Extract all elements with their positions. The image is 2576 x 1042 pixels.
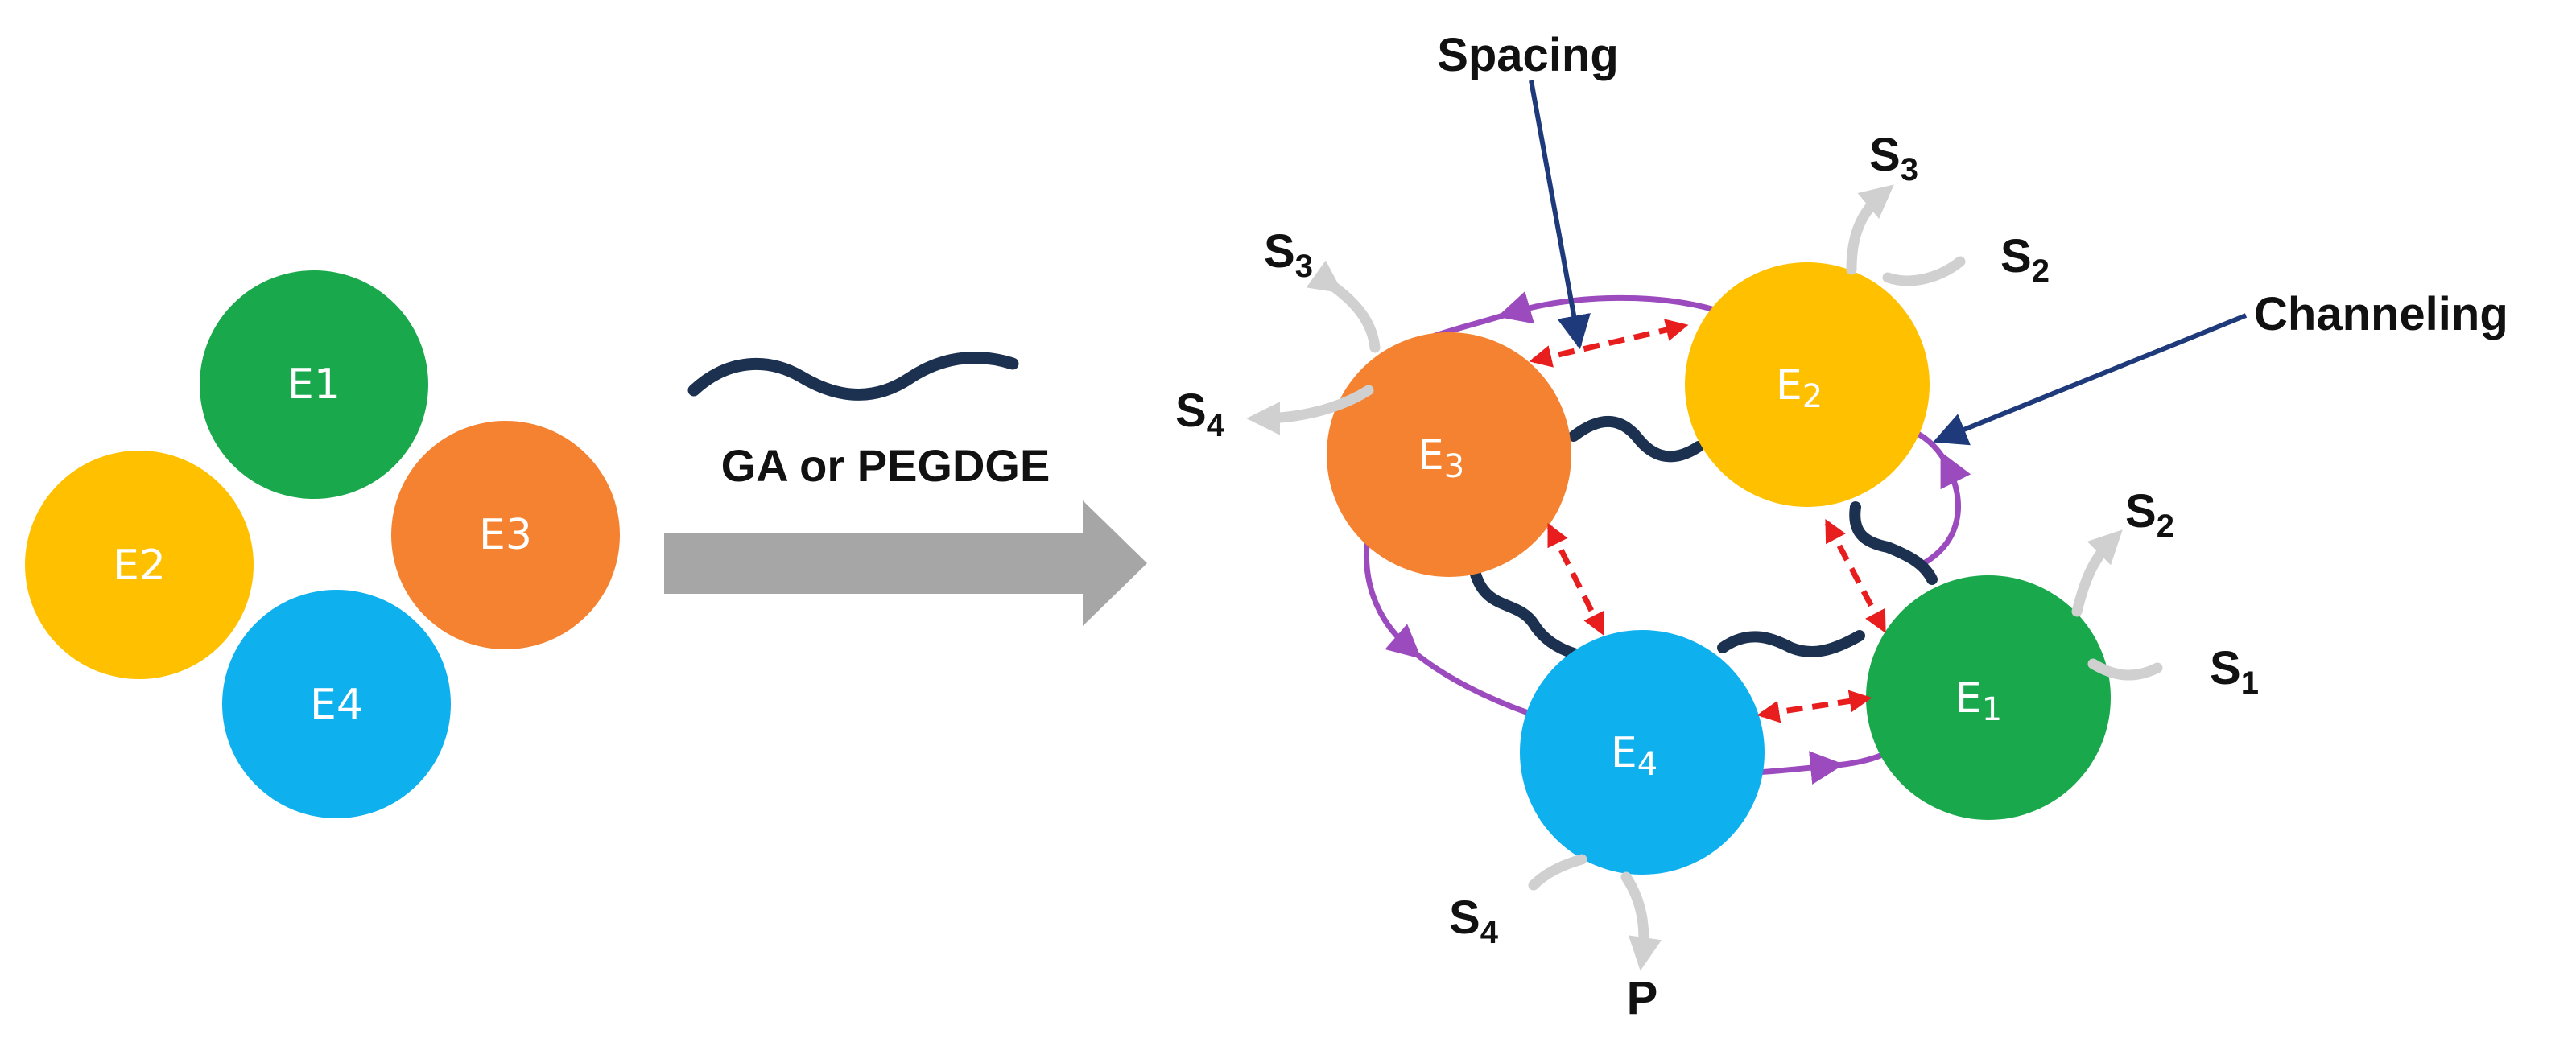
cycle-arc-left [1363, 530, 1422, 659]
bound-enzyme-e1-circle [1866, 575, 2111, 820]
substrate-label-s2-top: S2 [2000, 230, 2050, 289]
spacing-label: Spacing [1437, 29, 1619, 81]
free-enzymes-group: E1 E2 E3 E4 [25, 270, 620, 818]
spacing-arrow-e4-e1 [1757, 690, 1872, 723]
channeling-label: Channeling [2254, 288, 2508, 340]
flow-arrow-e3-out [1246, 385, 1374, 435]
free-enzyme-e4-circle [222, 590, 451, 818]
flow-arrow-e2-in [1882, 256, 1966, 286]
callout-pointers [1529, 80, 2248, 446]
cycle-arc-top [1496, 291, 1715, 324]
substrate-label-s3-top: S3 [1869, 129, 1918, 187]
flow-arrow-e3-in [1306, 260, 1381, 353]
spacing-arrows [1529, 319, 1887, 723]
spacing-arrow-e3-e2 [1529, 319, 1689, 368]
free-enzyme-e1-label: E1 [287, 360, 341, 409]
spacing-pointer [1529, 80, 1591, 350]
spacing-arrow-e3-e4 [1546, 522, 1605, 636]
flow-arrow-e2-out [1846, 184, 1894, 275]
flow-arrow-e1-out [2071, 529, 2123, 617]
substrate-label-s4-bottom: S4 [1449, 892, 1499, 950]
cycle-arc-bottom [1754, 751, 1844, 785]
spacing-arrow-e2-e1 [1824, 519, 1887, 633]
cycle-arc-right [1922, 451, 1971, 566]
substrate-label-s1: S1 [2210, 642, 2259, 701]
reaction-arrow [664, 500, 1147, 626]
link-e2-e1 [1849, 501, 1938, 585]
substrate-label-s2-right: S2 [2125, 485, 2174, 544]
channeling-pointer [1933, 313, 2248, 446]
cycle-arc-bottom-left [1406, 645, 1539, 719]
bound-enzyme-e3-circle [1327, 332, 1571, 577]
free-enzyme-e2-circle [25, 451, 254, 679]
flow-arrow-e4-in [1528, 854, 1587, 891]
crosslinker-wave [687, 352, 1019, 401]
cycle-arc-bottom-right [1827, 749, 1889, 769]
crosslinker-label: GA or PEGDGE [721, 440, 1051, 491]
crosslinking-step: GA or PEGDGE [664, 352, 1147, 626]
bound-enzyme-e2-circle [1685, 262, 1930, 507]
crosslinker-links [1469, 415, 1938, 661]
immobilized-cascade-group: E1 E2 E3 E4 Sp [1175, 29, 2508, 1024]
product-label: P [1627, 972, 1658, 1024]
link-e3-e4 [1469, 566, 1587, 661]
bound-enzyme-e1-label: E1 [1955, 674, 2002, 728]
bound-enzyme-e4-circle [1520, 630, 1765, 875]
bound-enzyme-e4-label: E4 [1611, 729, 1657, 783]
substrate-flow-arrows [1246, 184, 2163, 971]
flow-arrow-e4-out [1620, 871, 1662, 971]
substrate-label-s3-left: S3 [1264, 225, 1313, 284]
free-enzyme-e4-label: E4 [310, 681, 363, 729]
free-enzyme-e3-circle [391, 421, 620, 649]
free-enzyme-e2-label: E2 [113, 542, 166, 590]
flow-arrow-e1-in [2087, 658, 2163, 681]
bound-enzyme-e3-label: E3 [1418, 431, 1464, 485]
free-enzyme-e1-circle [200, 270, 428, 499]
free-enzyme-e3-label: E3 [479, 511, 532, 559]
substrate-label-s4-left: S4 [1175, 385, 1225, 443]
bound-enzyme-e2-label: E2 [1776, 361, 1823, 415]
link-e3-e2 [1568, 415, 1704, 463]
link-e4-e1 [1717, 630, 1865, 657]
